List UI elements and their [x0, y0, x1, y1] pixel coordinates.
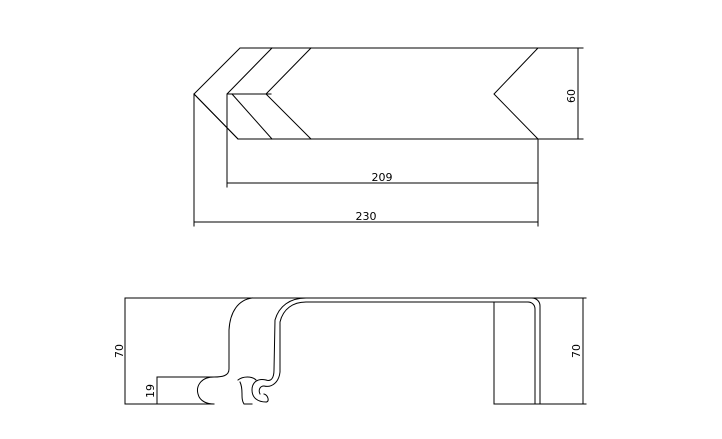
- dimension-height-60: [537, 47, 584, 140]
- dimension-label-left-height-70: 70: [113, 344, 126, 358]
- dimension-right-height-70: [531, 297, 587, 405]
- top-view-fold-chevron-outer: [265, 47, 312, 140]
- side-view-channel: [251, 379, 267, 403]
- side-view: [124, 297, 541, 405]
- dimension-total-length-230: [193, 93, 539, 227]
- side-view-channel-curl: [263, 393, 269, 403]
- dimension-label-right-height-70: 70: [570, 344, 583, 358]
- side-view-right-bend-inner: [527, 301, 536, 405]
- dimension-label-inner-length-209: 209: [372, 171, 393, 184]
- side-view-left-shoulder: [156, 297, 253, 378]
- dimension-label-height-60: 60: [565, 89, 578, 103]
- side-view-s-curve-inner: [263, 301, 307, 387]
- side-view-s-curve-outer: [265, 297, 307, 381]
- side-view-right-bend-outer: [531, 297, 541, 405]
- dimension-left-height-70: [124, 297, 158, 405]
- top-view-fold-diagonal-b: [231, 93, 273, 140]
- dimension-label-step-height-19: 19: [144, 384, 157, 398]
- top-view: [193, 47, 540, 140]
- side-view-channel-lower: [258, 385, 265, 395]
- dimension-inner-length-209: [226, 138, 539, 188]
- side-view-inner-bend: [237, 376, 257, 405]
- dimension-label-total-length-230: 230: [356, 210, 377, 223]
- side-view-hook-outer: [197, 376, 215, 405]
- top-view-fold-diagonal-a: [193, 93, 239, 140]
